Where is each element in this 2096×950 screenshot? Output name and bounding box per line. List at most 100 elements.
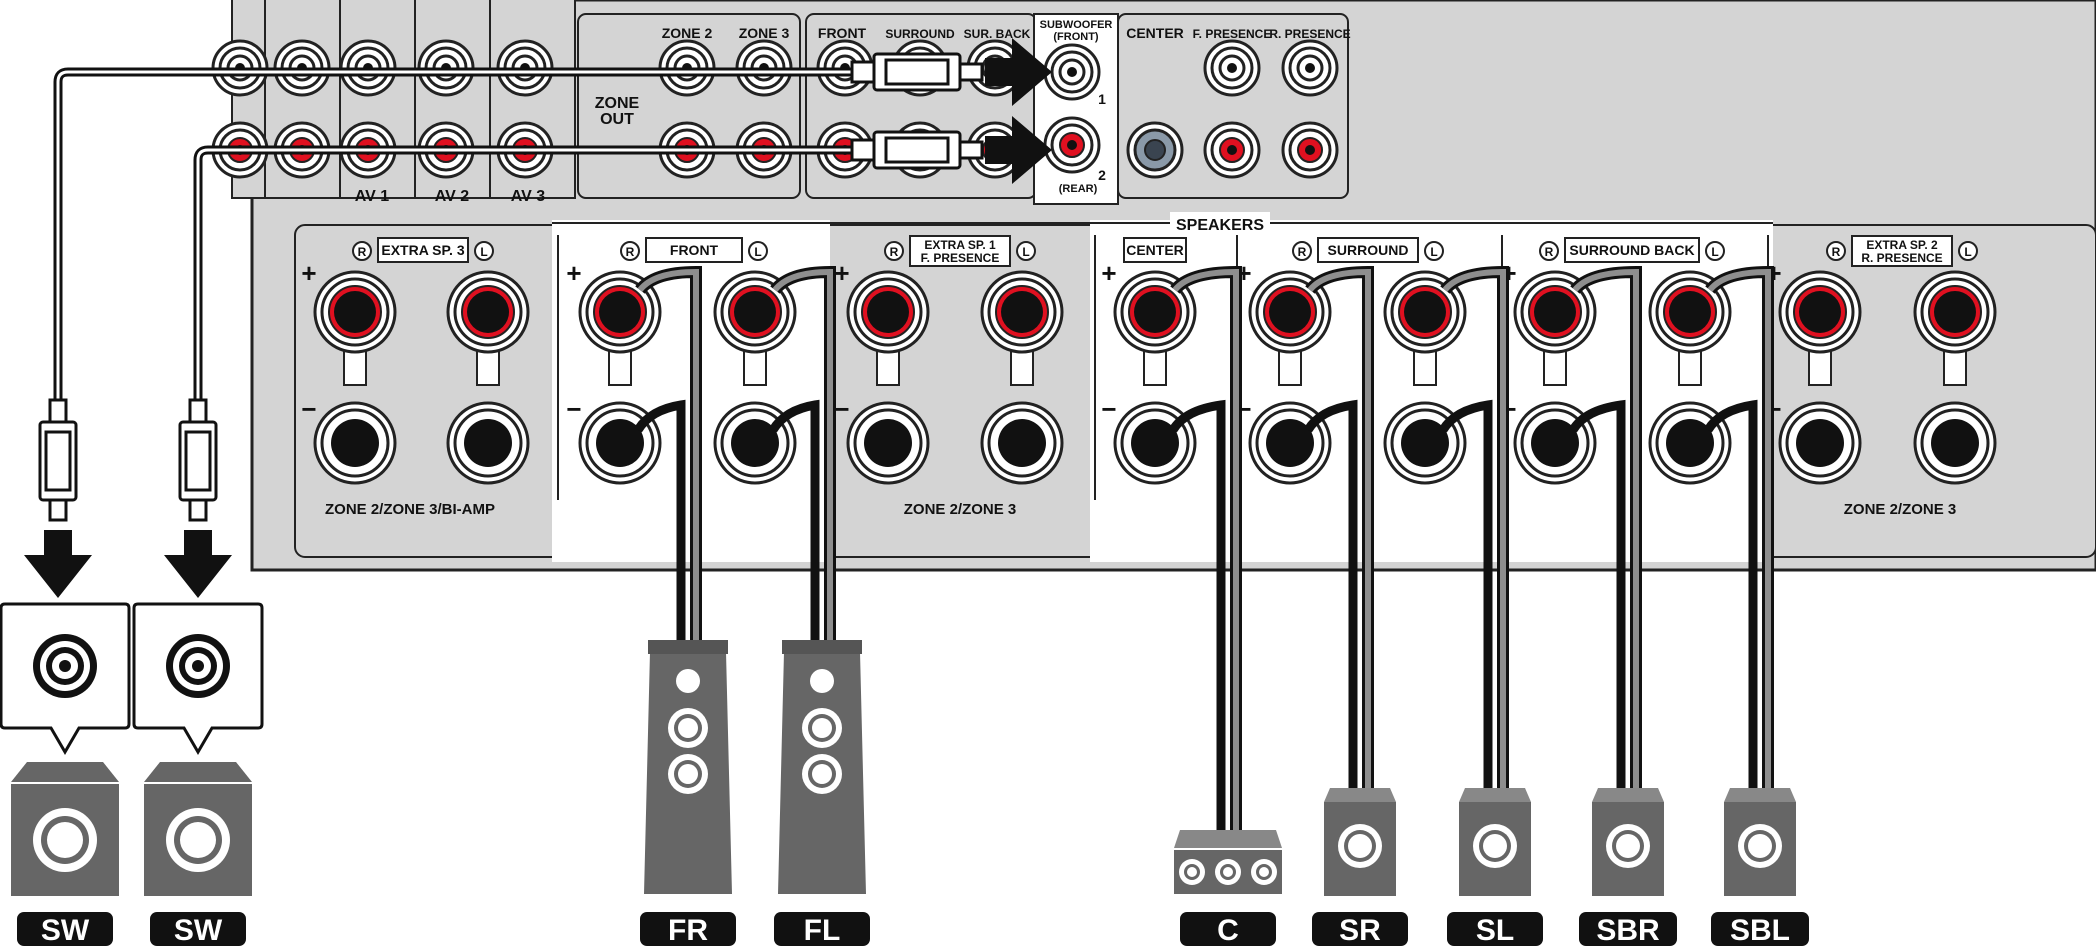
- arrow-down-icon: [24, 530, 92, 598]
- tower-speaker: [644, 640, 732, 894]
- speaker-group-label: FRONT: [645, 237, 743, 263]
- subwoofer: [132, 602, 264, 896]
- svg-text:R: R: [1298, 245, 1307, 259]
- rca-plug-rear: [850, 130, 984, 170]
- subwoofer-1-label: 1: [1098, 91, 1106, 107]
- svg-text:+: +: [566, 258, 581, 288]
- speaker-tag: SBR: [1579, 912, 1677, 947]
- left-channel-mark: L: [1705, 241, 1725, 261]
- svg-text:SL: SL: [1476, 914, 1514, 947]
- speaker-terminal-pair[interactable]: [713, 270, 797, 485]
- right-channel-mark: R: [620, 241, 640, 261]
- f-presence-pre-label: F. PRESENCE: [1193, 27, 1272, 41]
- speaker-tag: FL: [774, 912, 870, 947]
- svg-text:+: +: [1101, 258, 1116, 288]
- subwoofer-label-1: SUBWOOFER: [1040, 19, 1113, 31]
- speaker-tag: SL: [1447, 912, 1543, 947]
- polarity-marks: +−: [1101, 258, 1116, 424]
- speaker-wire: [634, 265, 702, 790]
- speaker-group-label: EXTRA SP. 3: [377, 237, 469, 263]
- svg-text:−: −: [834, 394, 849, 424]
- speaker-terminal-pair[interactable]: [1248, 270, 1332, 485]
- speaker-tag: SR: [1312, 912, 1408, 947]
- zone3-out-label: ZONE 3: [739, 25, 790, 41]
- av2-label: AV 2: [435, 188, 469, 205]
- speaker-wire: [1439, 265, 1509, 790]
- svg-text:CENTER: CENTER: [1126, 242, 1184, 258]
- speaker-terminal-pair[interactable]: [1648, 270, 1732, 485]
- speaker-wire: [1169, 265, 1242, 830]
- av3-label: AV 3: [511, 188, 545, 205]
- svg-text:SBR: SBR: [1596, 914, 1660, 947]
- zone-out-label-1: ZONE: [595, 95, 640, 112]
- svg-text:−: −: [566, 394, 581, 424]
- svg-text:R: R: [358, 245, 367, 259]
- zone-footer-label: ZONE 2/ZONE 3: [904, 501, 1017, 518]
- subwoofer-2-label: 2: [1098, 167, 1106, 183]
- speaker-terminal-pair[interactable]: [846, 270, 930, 485]
- svg-text:SURROUND BACK: SURROUND BACK: [1569, 242, 1694, 258]
- speaker-terminal-pair[interactable]: [1513, 270, 1597, 485]
- speaker-group-label: EXTRA SP. 1F. PRESENCE: [909, 235, 1011, 267]
- speaker-tag: SW: [150, 912, 246, 947]
- left-channel-mark: L: [1424, 241, 1444, 261]
- polarity-marks: +−: [834, 258, 849, 424]
- zone-footer-label: ZONE 2/ZONE 3/BI-AMP: [325, 501, 495, 518]
- center-pre-label: CENTER: [1126, 25, 1184, 41]
- speaker-terminal-pair[interactable]: [980, 270, 1064, 485]
- bookshelf-speaker: [1459, 788, 1531, 896]
- speaker-group-label: SURROUND BACK: [1564, 237, 1700, 263]
- speaker-wire: [1704, 265, 1774, 790]
- right-channel-mark: R: [1292, 241, 1312, 261]
- svg-text:R: R: [890, 245, 899, 259]
- svg-text:L: L: [1964, 245, 1971, 259]
- left-channel-mark: L: [1016, 241, 1036, 261]
- svg-text:SW: SW: [41, 914, 90, 947]
- svg-text:EXTRA SP. 1: EXTRA SP. 1: [924, 238, 996, 252]
- svg-text:+: +: [834, 258, 849, 288]
- zone-footer-label: ZONE 2/ZONE 3: [1844, 501, 1957, 518]
- speaker-group-label: EXTRA SP. 2R. PRESENCE: [1851, 235, 1953, 267]
- right-channel-mark: R: [352, 241, 372, 261]
- speaker-tag: SBL: [1711, 912, 1809, 947]
- speaker-tag: C: [1180, 912, 1276, 947]
- bookshelf-speaker: [1324, 788, 1396, 896]
- left-channel-mark: L: [474, 241, 494, 261]
- subwoofer: [0, 602, 131, 896]
- svg-text:EXTRA SP. 2: EXTRA SP. 2: [1866, 238, 1938, 252]
- speaker-terminal-pair[interactable]: [1383, 270, 1467, 485]
- center-speaker: [1174, 830, 1282, 894]
- speaker-group-label: CENTER: [1123, 237, 1187, 263]
- svg-text:L: L: [1430, 245, 1437, 259]
- speaker-wire: [1569, 265, 1642, 790]
- svg-text:SW: SW: [174, 914, 223, 947]
- speaker-terminal-pair[interactable]: [446, 270, 530, 485]
- speaker-terminal-pair[interactable]: [1913, 270, 1997, 485]
- svg-text:EXTRA SP. 3: EXTRA SP. 3: [381, 242, 464, 258]
- zone2-out-label: ZONE 2: [662, 25, 713, 41]
- svg-text:R: R: [1545, 245, 1554, 259]
- speakers-title: SPEAKERS: [1176, 217, 1264, 234]
- right-channel-mark: R: [884, 241, 904, 261]
- rca-plug-sw2: [178, 398, 218, 522]
- speaker-terminal-pair[interactable]: [1113, 270, 1197, 485]
- rca-plug-sw1: [38, 398, 78, 522]
- subwoofer-input-jack: [166, 634, 230, 698]
- speaker-terminal-pair[interactable]: [1778, 270, 1862, 485]
- speaker-terminal-pair[interactable]: [578, 270, 662, 485]
- r-presence-pre-label: R. PRESENCE: [1269, 27, 1350, 41]
- speaker-tag: SW: [17, 912, 113, 947]
- sur-back-pre-label: SUR. BACK: [964, 27, 1031, 41]
- polarity-marks: +−: [566, 258, 581, 424]
- right-channel-mark: R: [1539, 241, 1559, 261]
- svg-text:R: R: [626, 245, 635, 259]
- speaker-wires: [634, 265, 1774, 830]
- speaker-terminal-pair[interactable]: [313, 270, 397, 485]
- subwoofer-label-2: (FRONT): [1053, 31, 1099, 43]
- arrow-right-icon: [985, 116, 1052, 184]
- left-channel-mark: L: [748, 241, 768, 261]
- speaker-terminals[interactable]: [313, 270, 1997, 485]
- left-channel-mark: L: [1958, 241, 1978, 261]
- polarity-marks: +−: [301, 258, 316, 424]
